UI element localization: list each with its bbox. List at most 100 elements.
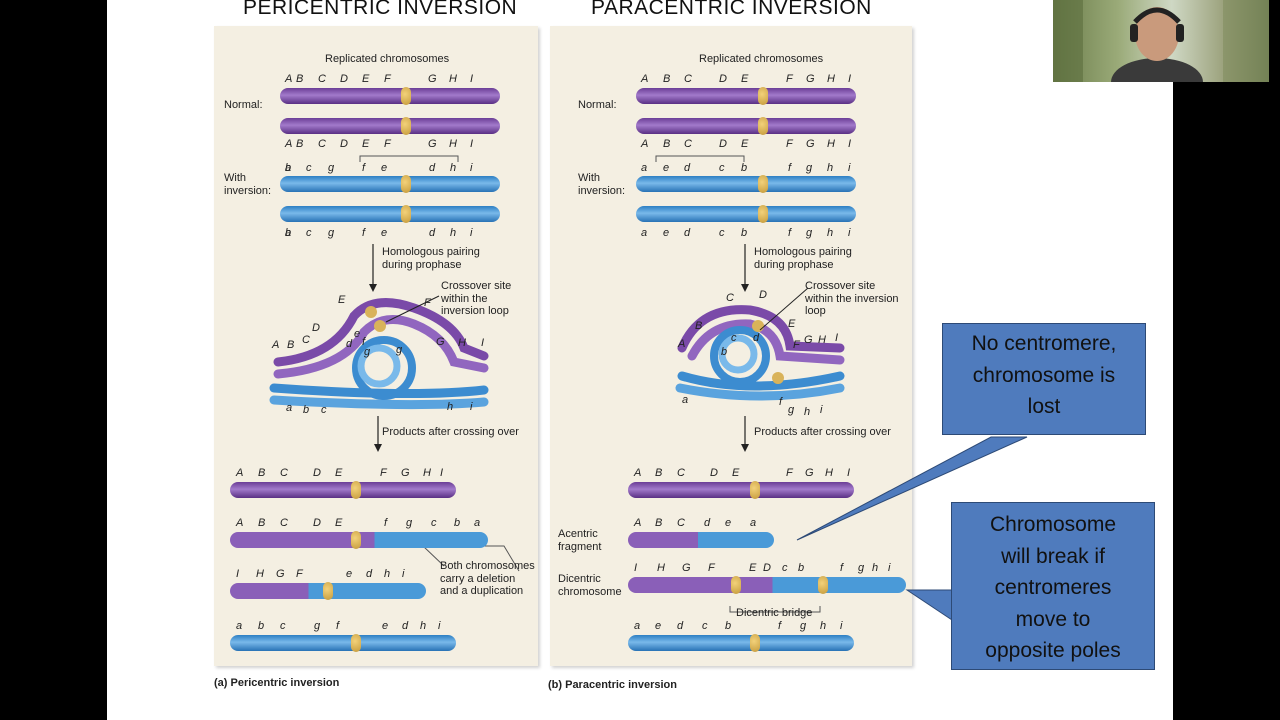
gene-locus-label: I bbox=[470, 138, 474, 150]
gene-locus-label: G bbox=[276, 568, 285, 580]
gene-locus-label: F bbox=[793, 339, 800, 351]
gene-locus-label: e bbox=[381, 162, 388, 174]
gene-locus-label: c bbox=[321, 404, 327, 416]
gene-locus-label: C bbox=[280, 467, 288, 479]
gene-locus-label: H bbox=[423, 467, 431, 479]
gene-locus-label: F bbox=[786, 73, 793, 85]
gene-locus-label: I bbox=[440, 467, 444, 479]
gene-locus-label: F bbox=[296, 568, 303, 580]
gene-locus-label: A bbox=[641, 73, 649, 85]
gene-locus-label: d bbox=[753, 332, 760, 344]
gene-locus-label: B bbox=[258, 467, 266, 479]
gene-locus-label: E bbox=[741, 138, 749, 150]
gene-locus-label: A bbox=[634, 467, 642, 479]
gene-locus-label: i bbox=[848, 227, 851, 239]
centromere bbox=[401, 205, 411, 223]
gene-locus-label: h bbox=[384, 568, 391, 580]
gene-locus-label: i bbox=[402, 568, 405, 580]
products-label: Products after crossing over bbox=[754, 426, 891, 438]
centromere bbox=[758, 175, 768, 193]
gene-locus-label: H bbox=[827, 138, 835, 150]
panel-paracentric: Replicated chromosomes Normal: With inve… bbox=[550, 26, 912, 666]
gene-locus-label: g bbox=[858, 562, 865, 574]
gene-locus-label: d bbox=[677, 620, 684, 632]
gene-locus-label: I bbox=[848, 73, 852, 85]
gene-locus-label: B bbox=[655, 467, 663, 479]
gene-locus-label: f bbox=[788, 162, 792, 174]
gene-locus-label: g bbox=[364, 346, 371, 358]
product-chromosome-1 bbox=[230, 482, 456, 498]
centromere bbox=[401, 175, 411, 193]
gene-locus-label: D bbox=[763, 562, 771, 574]
gene-locus-label: D bbox=[759, 289, 767, 301]
gene-locus-label: a bbox=[285, 162, 292, 174]
gene-locus-label: B bbox=[663, 73, 671, 85]
gene-locus-label: D bbox=[719, 138, 727, 150]
gene-locus-label: D bbox=[340, 73, 348, 85]
slide: PERICENTRIC INVERSION PARACENTRIC INVERS… bbox=[107, 0, 1173, 720]
gene-locus-label: g bbox=[314, 620, 321, 632]
gene-locus-label: h bbox=[420, 620, 427, 632]
gene-locus-label: E bbox=[732, 467, 740, 479]
centromere bbox=[731, 576, 741, 594]
gene-locus-label: A bbox=[285, 138, 293, 150]
gene-locus-label: a bbox=[750, 517, 757, 529]
centromere bbox=[401, 117, 411, 135]
gene-locus-label: H bbox=[657, 562, 665, 574]
gene-locus-label: h bbox=[820, 620, 827, 632]
gene-locus-label: F bbox=[708, 562, 715, 574]
gene-locus-label: f bbox=[779, 396, 783, 408]
gene-locus-label: i bbox=[470, 162, 473, 174]
dicentric-chromosome bbox=[628, 577, 906, 593]
chromosome-normal-1 bbox=[636, 88, 856, 104]
gene-locus-label: d bbox=[684, 227, 691, 239]
callout-dicentric: Chromosome will break if centromeres mov… bbox=[951, 502, 1155, 670]
chromosome-inversion-2 bbox=[636, 206, 856, 222]
gene-locus-label: a bbox=[682, 394, 689, 406]
chromosome-normal-1 bbox=[280, 88, 500, 104]
heading-paracentric: PARACENTRIC INVERSION bbox=[591, 0, 872, 19]
gene-locus-label: g bbox=[328, 162, 335, 174]
gene-locus-label: I bbox=[835, 332, 839, 344]
gene-locus-label: b bbox=[258, 620, 265, 632]
gene-locus-label: H bbox=[256, 568, 264, 580]
replicated-label: Replicated chromosomes bbox=[325, 53, 450, 65]
gene-locus-label: I bbox=[847, 467, 851, 479]
gene-locus-label: e bbox=[346, 568, 353, 580]
callout-acentric: No centromere, chromosome is lost bbox=[942, 323, 1146, 435]
gene-locus-label: b bbox=[454, 517, 461, 529]
gene-locus-label: b bbox=[303, 404, 310, 416]
gene-locus-label: G bbox=[806, 138, 815, 150]
callout-line: opposite poles bbox=[985, 639, 1121, 662]
presenter-video-icon bbox=[1053, 0, 1269, 82]
callout-line: centromeres bbox=[994, 576, 1112, 599]
gene-locus-label: g bbox=[406, 517, 413, 529]
gene-locus-label: h bbox=[827, 227, 834, 239]
gene-locus-label: G bbox=[428, 138, 437, 150]
pericentric-diagram-art bbox=[269, 155, 520, 572]
product-chromosome-4 bbox=[628, 635, 854, 651]
gene-locus-label: F bbox=[786, 467, 793, 479]
gene-locus-label: a bbox=[286, 402, 293, 414]
gene-locus-label: G bbox=[436, 336, 445, 348]
gene-locus-label: g bbox=[806, 162, 813, 174]
gene-locus-label: D bbox=[719, 73, 727, 85]
centromere bbox=[351, 531, 361, 549]
gene-locus-label: e bbox=[382, 620, 389, 632]
gene-locus-label: B bbox=[663, 138, 671, 150]
gene-locus-label: B bbox=[258, 517, 266, 529]
gene-locus-label: A bbox=[285, 73, 293, 85]
gene-locus-label: d bbox=[402, 620, 409, 632]
gene-locus-label: B bbox=[296, 73, 304, 85]
gene-locus-label: f bbox=[840, 562, 844, 574]
gene-locus-label: E bbox=[788, 318, 796, 330]
gene-locus-label: B bbox=[296, 138, 304, 150]
gene-locus-label: F bbox=[786, 138, 793, 150]
gene-locus-label: f bbox=[778, 620, 782, 632]
gene-locus-label: i bbox=[888, 562, 891, 574]
presenter-silhouette bbox=[1053, 0, 1269, 82]
gene-locus-label: A bbox=[641, 138, 649, 150]
gene-locus-label: c bbox=[731, 332, 737, 344]
product-chromosome-4 bbox=[230, 635, 456, 651]
heading-pericentric: PERICENTRIC INVERSION bbox=[243, 0, 518, 19]
